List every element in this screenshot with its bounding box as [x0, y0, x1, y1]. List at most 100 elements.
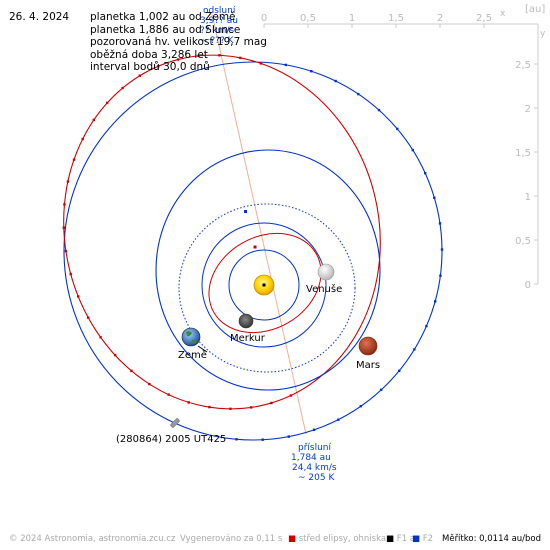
orbit-point	[380, 388, 383, 391]
orbit-point	[413, 348, 416, 351]
footer-copyright: © 2024 Astronomia, astronomia.zcu.cz	[9, 534, 176, 544]
footer-f1: ■ F1 a	[386, 534, 415, 544]
info-interval: interval bodů 30,0 dnů	[90, 61, 210, 73]
mars-orbit-points	[235, 63, 444, 441]
orbit-point	[235, 438, 238, 441]
orbit-point	[337, 418, 340, 421]
f2-legend-marker: ■	[412, 534, 421, 544]
earth-pointer	[197, 345, 208, 353]
mercury-planet	[238, 313, 254, 329]
y-tick-label: 0,5	[515, 236, 531, 247]
orbit-point	[157, 65, 160, 68]
info-lines: planetka 1,002 au od Země planetka 1,886…	[90, 11, 267, 74]
orbit-point	[87, 316, 90, 319]
asteroid-marker	[170, 418, 180, 428]
orbit-point	[239, 56, 242, 60]
mercury-orbit	[208, 232, 322, 334]
orbit-point	[359, 405, 362, 408]
footer-center-legend: ■ střed elipsy, ohniska	[288, 534, 387, 544]
orbit-point	[218, 54, 221, 57]
x-tick-label: 0	[261, 13, 267, 24]
orbit-point	[434, 300, 437, 303]
orbit-point	[312, 428, 316, 431]
orbit-point	[439, 274, 442, 277]
perihelion-distance: 1,784 au	[291, 453, 331, 463]
y-axis-label: y	[540, 29, 546, 39]
orbit-point	[176, 58, 180, 61]
orbit-point	[377, 108, 381, 112]
orbit-point	[208, 405, 211, 409]
mars-planet	[358, 336, 378, 356]
orbit-point	[229, 407, 232, 410]
footer-f2: ■ F2	[412, 534, 434, 544]
orbit-point	[81, 137, 84, 141]
focus-f1-marker	[262, 283, 266, 287]
info-period: oběžná doba 3,286 let	[90, 48, 208, 61]
perihelion-temp: ~ 205 K	[298, 473, 335, 483]
orbit-point	[396, 127, 399, 131]
earth-orbit-dotted	[178, 203, 356, 373]
orbit-point	[113, 353, 117, 357]
orbit-point	[438, 222, 442, 225]
aphelion-distance: 3,9?? au	[200, 16, 238, 26]
orbit-point	[69, 272, 72, 276]
mercury-label: Merkur	[230, 333, 266, 344]
earth-planet	[181, 327, 201, 347]
aphelion-speed: ?? km/s	[200, 26, 234, 36]
orbit-point	[289, 394, 293, 397]
orbit-point	[270, 401, 273, 405]
orbit-point	[92, 118, 95, 122]
orbit-point	[433, 196, 436, 199]
footer-scale: Měřítko: 0,0114 au/bod	[442, 534, 542, 544]
x-tick-label: 1	[349, 13, 355, 24]
venus-planet	[317, 263, 335, 281]
orbit-point	[72, 158, 76, 161]
y-tick-label: 0	[525, 280, 531, 291]
orbit-point	[250, 406, 253, 409]
x-tick-label: 2	[437, 13, 443, 24]
scale-unit-label: [au]	[525, 4, 545, 15]
info-distance-sun: planetka 1,886 au od Slunce	[90, 23, 241, 36]
y-tick-label: 2	[525, 104, 531, 115]
orbit-point	[398, 369, 401, 372]
venus-label: Venuše	[306, 283, 342, 295]
mars-label: Mars	[356, 360, 380, 371]
orbit-point	[197, 54, 200, 58]
orbit-point	[440, 248, 444, 251]
orbit-point	[138, 74, 141, 77]
x-tick-label: 0,5	[300, 13, 316, 24]
orbit-point	[148, 382, 151, 386]
center-legend-marker: ■	[288, 534, 297, 544]
orbit-point	[66, 180, 70, 183]
x-tick-label: 2,5	[476, 13, 492, 24]
aphelion-info: odsluní 3,9?? au ?? km/s ~ ??? K	[200, 6, 238, 46]
asteroid-orbit-points	[62, 54, 293, 410]
orbit-point	[259, 62, 263, 65]
asteroid-label: (280864) 2005 UT425	[116, 434, 226, 445]
orbit-point	[334, 79, 337, 83]
orbit-point	[310, 70, 313, 73]
orbit-point	[187, 401, 190, 404]
earth-label: Země	[178, 349, 207, 361]
venus-orbit	[201, 222, 327, 348]
ellipse-center-marker	[253, 245, 257, 249]
orbit-point	[425, 324, 428, 328]
perihelion-speed: 24,4 km/s	[292, 463, 337, 473]
footer-generated: Vygenerováno za 0,11 s	[180, 534, 283, 544]
f1-legend-marker: ■	[386, 534, 395, 544]
perihelion-info: přísluní 1,784 au 24,4 km/s ~ 205 K	[291, 443, 337, 483]
orbit-point	[284, 63, 287, 67]
info-magnitude: pozorovaná hv. velikost 19,7 mag	[90, 36, 267, 48]
mercury-orbit-circle	[228, 249, 300, 321]
orbit-point	[357, 92, 360, 96]
orbit-point	[167, 393, 170, 396]
orbit-point	[411, 148, 414, 152]
perihelion-title: přísluní	[298, 443, 332, 453]
y-tick-label: 1,5	[515, 148, 531, 159]
y-tick-label: 2,5	[515, 60, 531, 71]
orbit-point	[106, 101, 109, 105]
orbit-point	[287, 435, 290, 438]
apsis-line	[211, 13, 307, 435]
